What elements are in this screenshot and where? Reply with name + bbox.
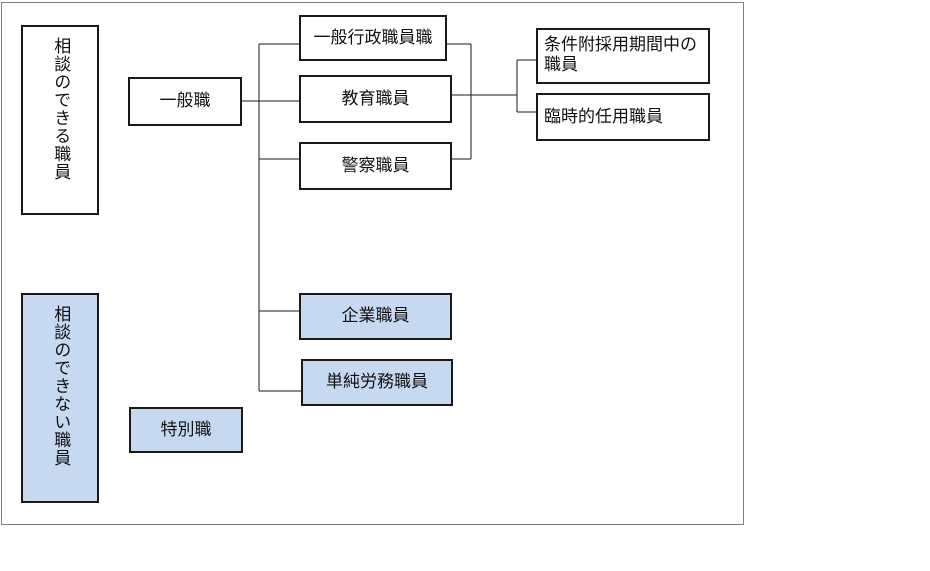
police-staff-label: 警察職員 bbox=[341, 155, 410, 176]
legend-cannot-consult: 相談のできない職員 bbox=[21, 293, 99, 503]
temporary-staff-label: 臨時的任用職員 bbox=[544, 106, 663, 127]
conditional-staff-label: 条件附採用期間中の職員 bbox=[544, 35, 697, 76]
legend-cannot-consult-label: 相談のできない職員 bbox=[50, 305, 71, 467]
general-service-box: 一般職 bbox=[128, 77, 242, 126]
special-service-box: 特別職 bbox=[129, 407, 243, 453]
admin-staff-box: 一般行政職員職 bbox=[299, 15, 447, 61]
education-staff-box: 教育職員 bbox=[299, 75, 452, 123]
enterprise-staff-box: 企業職員 bbox=[299, 293, 452, 340]
police-staff-box: 警察職員 bbox=[299, 142, 452, 190]
education-staff-label: 教育職員 bbox=[341, 88, 410, 109]
admin-staff-label: 一般行政職員職 bbox=[313, 27, 433, 48]
labor-staff-label: 単純労務職員 bbox=[326, 372, 428, 393]
special-service-label: 特別職 bbox=[160, 419, 212, 440]
conditional-staff-box: 条件附採用期間中の職員 bbox=[536, 28, 710, 84]
enterprise-staff-label: 企業職員 bbox=[341, 306, 410, 327]
labor-staff-box: 単純労務職員 bbox=[301, 359, 453, 406]
general-service-label: 一般職 bbox=[159, 91, 211, 112]
temporary-staff-box: 臨時的任用職員 bbox=[536, 93, 710, 141]
legend-can-consult-label: 相談のできる職員 bbox=[50, 37, 71, 181]
legend-can-consult: 相談のできる職員 bbox=[21, 25, 99, 215]
